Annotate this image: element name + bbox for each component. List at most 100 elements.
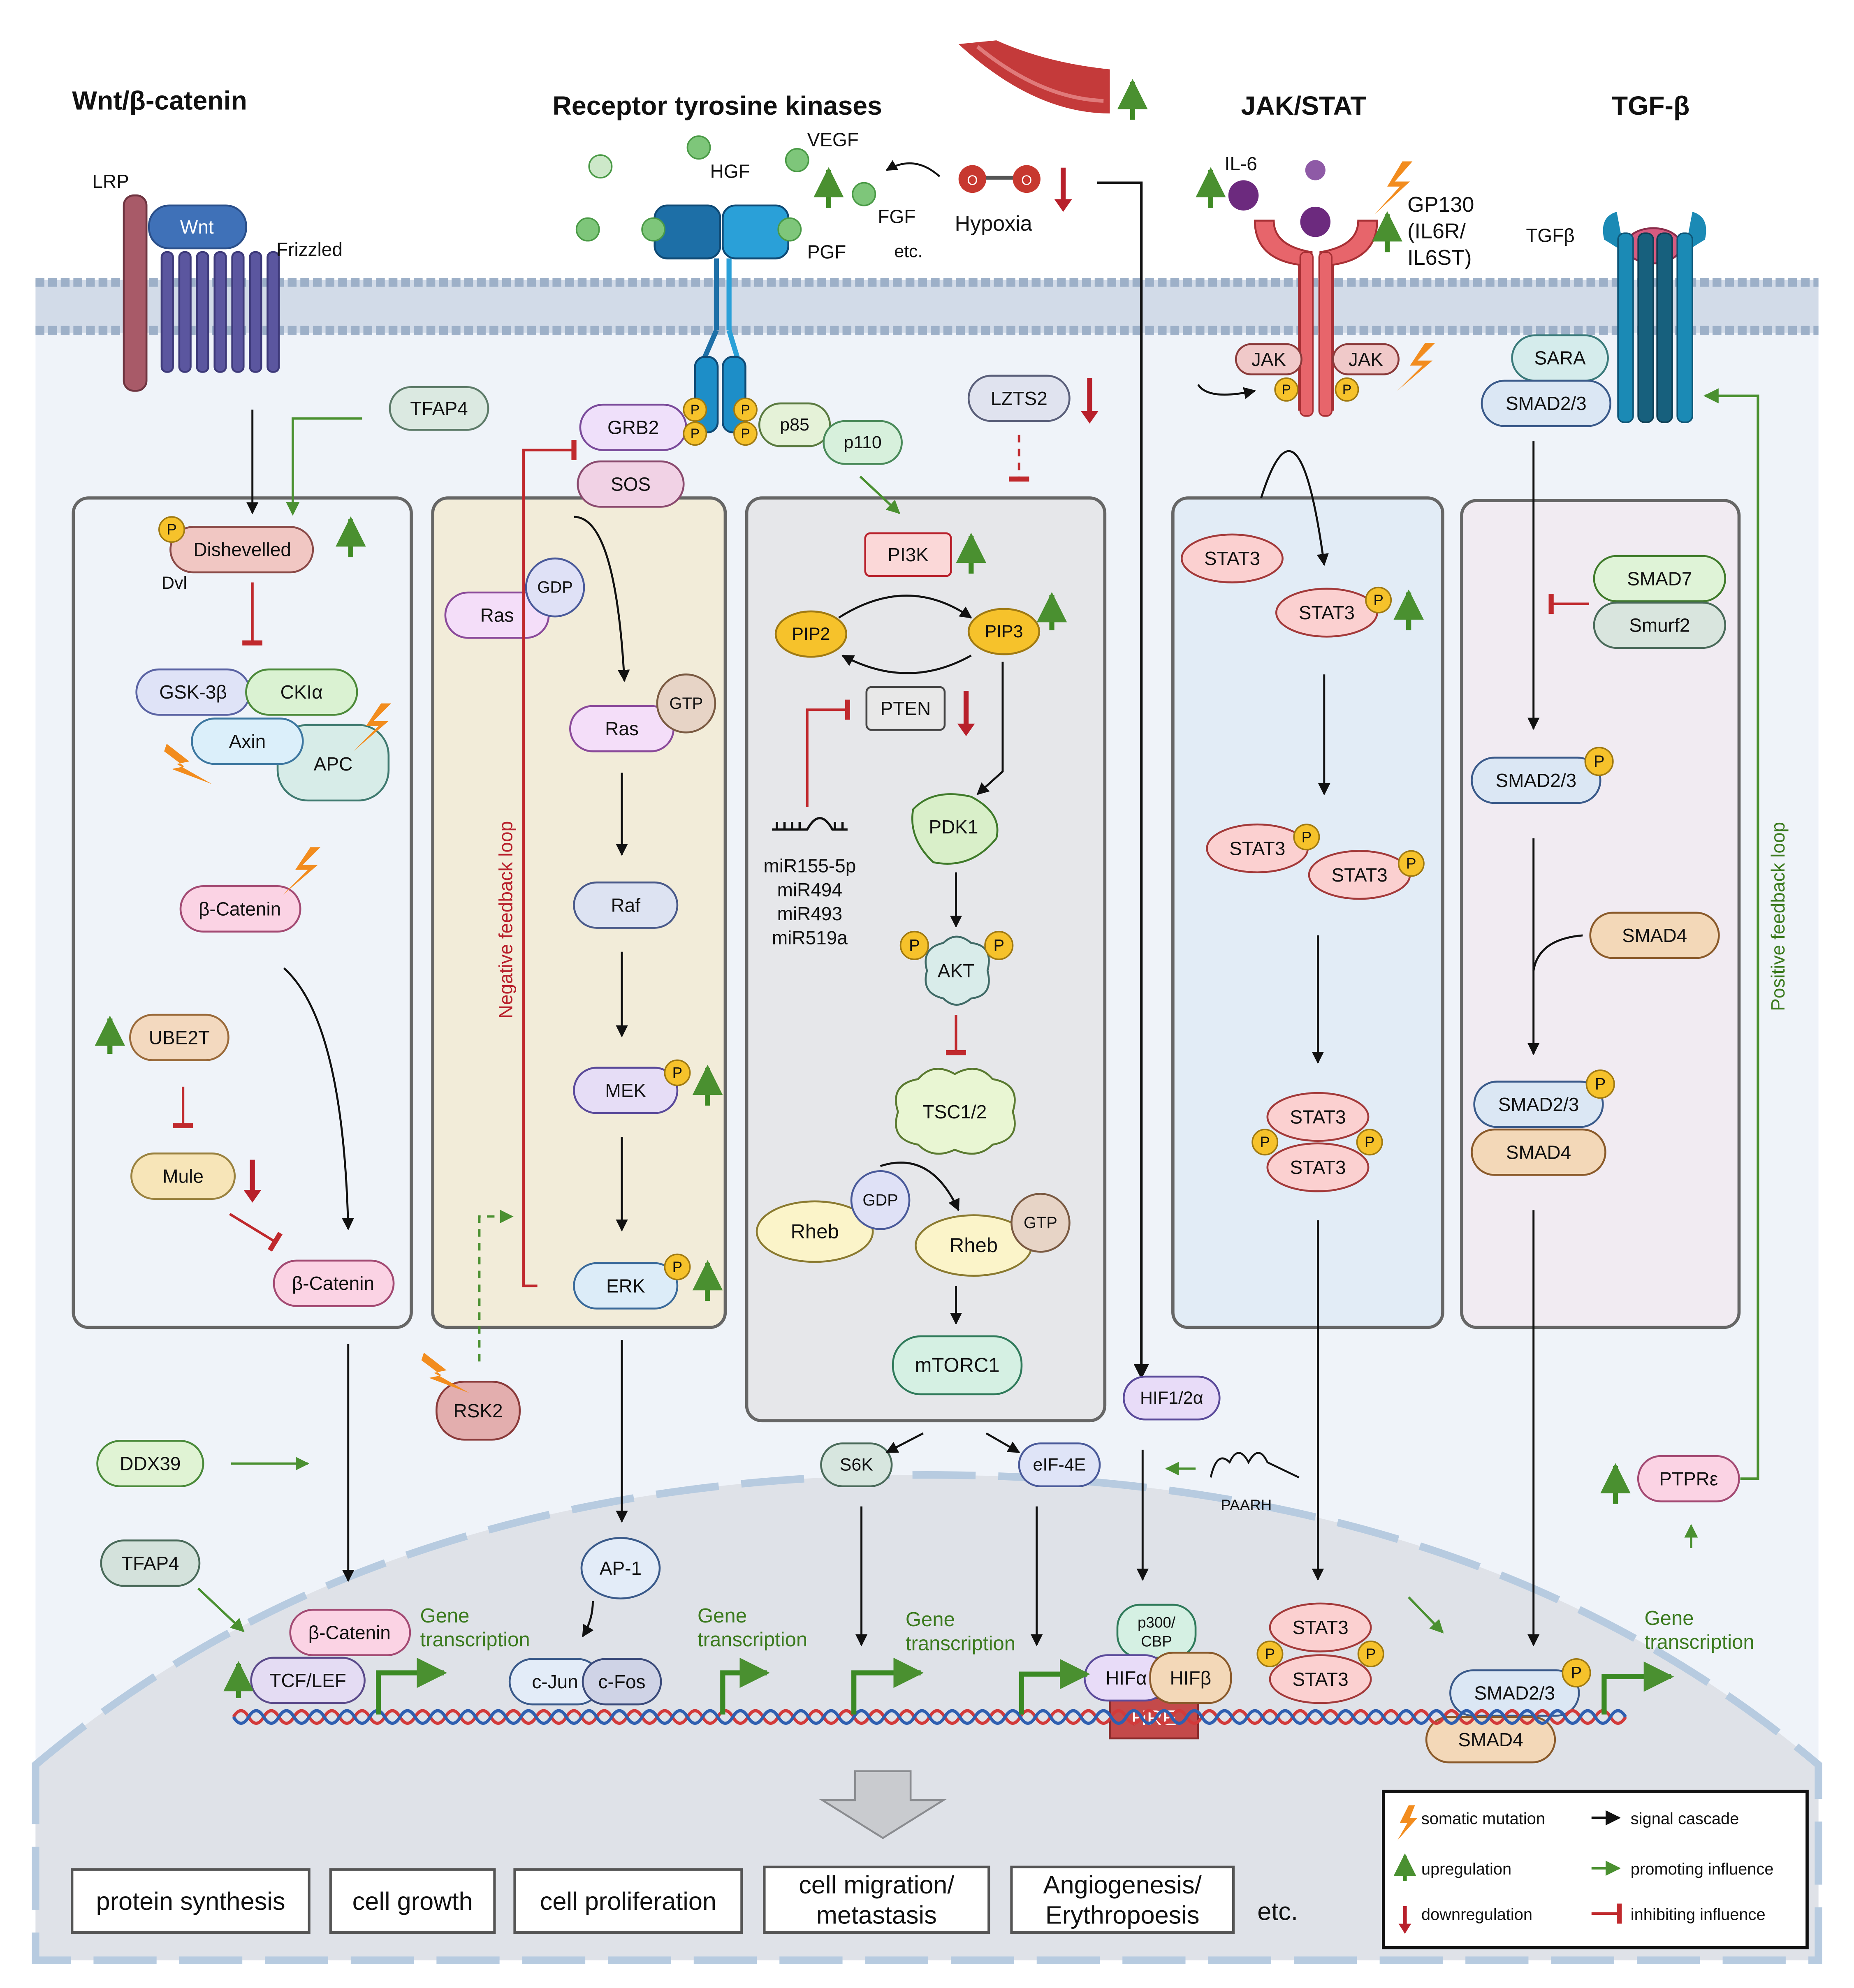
cfos-node[interactable]: c-Fos bbox=[582, 1658, 662, 1706]
gtp-1-node[interactable]: GTP bbox=[656, 673, 716, 734]
svg-text:Gene: Gene bbox=[698, 1605, 747, 1627]
stat3-h-node[interactable]: STAT3 bbox=[1269, 1654, 1372, 1704]
ap1-node[interactable]: AP-1 bbox=[580, 1537, 661, 1599]
stat3-f-node[interactable]: STAT3 bbox=[1266, 1142, 1370, 1192]
hifb-node[interactable]: HIFβ bbox=[1149, 1652, 1232, 1704]
mtorc1-node[interactable]: mTORC1 bbox=[892, 1335, 1023, 1396]
positive-feedback-label: Positive feedback loop bbox=[1767, 822, 1789, 1011]
outcome-migration: cell migration/metastasis bbox=[763, 1865, 990, 1934]
wnt-box bbox=[72, 496, 413, 1329]
hif12a-node[interactable]: HIF1/2α bbox=[1122, 1375, 1221, 1421]
svg-text:TSC1/2: TSC1/2 bbox=[923, 1101, 987, 1122]
gtp-2-node[interactable]: GTP bbox=[1010, 1193, 1071, 1253]
stat3-g-node[interactable]: STAT3 bbox=[1269, 1602, 1372, 1652]
tfap4-top-node[interactable]: TFAP4 bbox=[389, 386, 489, 431]
svg-text:MEK: MEK bbox=[605, 1080, 646, 1101]
pdk1-node[interactable]: PDK1 bbox=[911, 793, 999, 865]
smad23-a-node[interactable]: SMAD2/3 bbox=[1481, 380, 1612, 427]
beta-catenin-3-node[interactable]: β-Catenin bbox=[289, 1608, 411, 1656]
header-wnt: Wnt/β-catenin bbox=[72, 86, 247, 116]
smad4-b-node[interactable]: SMAD4 bbox=[1471, 1128, 1606, 1176]
svg-text:miR155-5p: miR155-5p bbox=[763, 855, 856, 877]
tcf-lef-node[interactable]: TCF/LEF bbox=[250, 1657, 366, 1704]
gdp-1-node[interactable]: GDP bbox=[525, 557, 585, 618]
pip3-node[interactable]: PIP3 bbox=[967, 608, 1041, 655]
lzts2-node[interactable]: LZTS2 bbox=[967, 375, 1071, 422]
raf-node[interactable]: Raf bbox=[573, 881, 679, 929]
p300-cbp-node[interactable]: p300/CBP bbox=[1116, 1604, 1197, 1659]
grb2-node[interactable]: GRB2 bbox=[579, 403, 687, 451]
svg-text:promoting influence: promoting influence bbox=[1631, 1860, 1774, 1878]
beta-catenin-2-node[interactable]: β-Catenin bbox=[273, 1259, 395, 1307]
svg-text:P: P bbox=[741, 402, 750, 417]
stat3-e-node[interactable]: STAT3 bbox=[1266, 1092, 1370, 1142]
svg-text:PGF: PGF bbox=[807, 241, 846, 263]
svg-text:P: P bbox=[691, 402, 700, 417]
cjun-node[interactable]: c-Jun bbox=[508, 1658, 602, 1706]
svg-text:Rheb: Rheb bbox=[790, 1220, 839, 1243]
gsk3b-node[interactable]: GSK-3β bbox=[135, 668, 251, 716]
s6k-node[interactable]: S6K bbox=[820, 1442, 893, 1488]
svg-text:SMAD2/3: SMAD2/3 bbox=[1495, 770, 1576, 791]
rheb-2-node[interactable]: Rheb bbox=[915, 1214, 1033, 1277]
ddx39-node[interactable]: DDX39 bbox=[96, 1440, 204, 1488]
smad23-d-node[interactable]: SMAD2/3 bbox=[1449, 1669, 1580, 1717]
beta-catenin-1-node[interactable]: β-Catenin bbox=[179, 885, 301, 933]
svg-text:HIFα: HIFα bbox=[1105, 1667, 1147, 1689]
output-arrow bbox=[819, 1770, 947, 1839]
stat3-d-node[interactable]: STAT3 bbox=[1308, 850, 1411, 900]
jak-1-node[interactable]: JAK bbox=[1235, 343, 1302, 375]
stat3-b-node[interactable]: STAT3 bbox=[1275, 588, 1378, 638]
mek-node[interactable]: MEK bbox=[573, 1067, 679, 1114]
svg-text:JAK: JAK bbox=[1349, 349, 1384, 370]
svg-text:Ras: Ras bbox=[480, 604, 514, 626]
p85-node[interactable]: p85 bbox=[758, 402, 831, 447]
smad7-node[interactable]: SMAD7 bbox=[1593, 555, 1727, 602]
rsk2-node[interactable]: RSK2 bbox=[436, 1380, 521, 1441]
o2-molecule: O O bbox=[958, 165, 1041, 193]
mule-node[interactable]: Mule bbox=[130, 1153, 236, 1200]
dishevelled-node[interactable]: Dishevelled bbox=[169, 526, 314, 574]
svg-text:Dvl: Dvl bbox=[162, 573, 187, 593]
tsc-node[interactable]: TSC1/2 bbox=[895, 1068, 1016, 1155]
header-tgf: TGF-β bbox=[1612, 91, 1689, 120]
pten-node[interactable]: PTEN bbox=[865, 686, 946, 731]
svg-text:GRB2: GRB2 bbox=[607, 417, 659, 438]
jak-2-node[interactable]: JAK bbox=[1332, 343, 1400, 375]
eif4e-node[interactable]: eIF-4E bbox=[1018, 1442, 1101, 1488]
smad4-a-node[interactable]: SMAD4 bbox=[1589, 912, 1720, 959]
stat3-c-node[interactable]: STAT3 bbox=[1206, 823, 1309, 873]
pi3k-node[interactable]: PI3K bbox=[864, 532, 952, 577]
smad4-c-node[interactable]: SMAD4 bbox=[1425, 1716, 1556, 1764]
axin-node[interactable]: Axin bbox=[191, 717, 304, 765]
svg-text:HGF: HGF bbox=[710, 160, 750, 182]
svg-text:STAT3: STAT3 bbox=[1292, 1669, 1348, 1690]
svg-text:Smurf2: Smurf2 bbox=[1629, 615, 1690, 636]
ptpre-node[interactable]: PTPRε bbox=[1637, 1455, 1740, 1502]
stat3-a-node[interactable]: STAT3 bbox=[1181, 533, 1284, 583]
svg-text:GDP: GDP bbox=[862, 1191, 898, 1209]
smad23-b-node[interactable]: SMAD2/3 bbox=[1471, 757, 1601, 804]
svg-text:Raf: Raf bbox=[611, 894, 640, 916]
gdp-2-node[interactable]: GDP bbox=[850, 1170, 911, 1230]
tfap4-bottom-node[interactable]: TFAP4 bbox=[100, 1539, 201, 1587]
svg-text:GSK-3β: GSK-3β bbox=[159, 681, 227, 703]
svg-text:SMAD2/3: SMAD2/3 bbox=[1498, 1094, 1579, 1115]
smad23-c-node[interactable]: SMAD2/3 bbox=[1473, 1081, 1604, 1128]
smurf2-node[interactable]: Smurf2 bbox=[1593, 602, 1727, 649]
ras-2-node[interactable]: Ras bbox=[569, 705, 675, 752]
rheb-1-node[interactable]: Rheb bbox=[756, 1200, 874, 1263]
pip2-node[interactable]: PIP2 bbox=[774, 610, 848, 658]
erk-node[interactable]: ERK bbox=[573, 1262, 679, 1310]
akt-node[interactable]: AKT bbox=[925, 935, 990, 1006]
sos-node[interactable]: SOS bbox=[577, 460, 685, 508]
sara-node[interactable]: SARA bbox=[1511, 334, 1609, 382]
svg-text:Gene: Gene bbox=[1645, 1607, 1694, 1629]
svg-text:metastasis: metastasis bbox=[816, 1901, 937, 1929]
svg-text:P: P bbox=[672, 1065, 683, 1081]
svg-text:PTEN: PTEN bbox=[881, 698, 931, 719]
p110-node[interactable]: p110 bbox=[823, 420, 903, 465]
ube2t-node[interactable]: UBE2T bbox=[129, 1014, 229, 1061]
ckia-node[interactable]: CKIα bbox=[245, 668, 358, 716]
outcome-etc: etc. bbox=[1257, 1897, 1298, 1925]
